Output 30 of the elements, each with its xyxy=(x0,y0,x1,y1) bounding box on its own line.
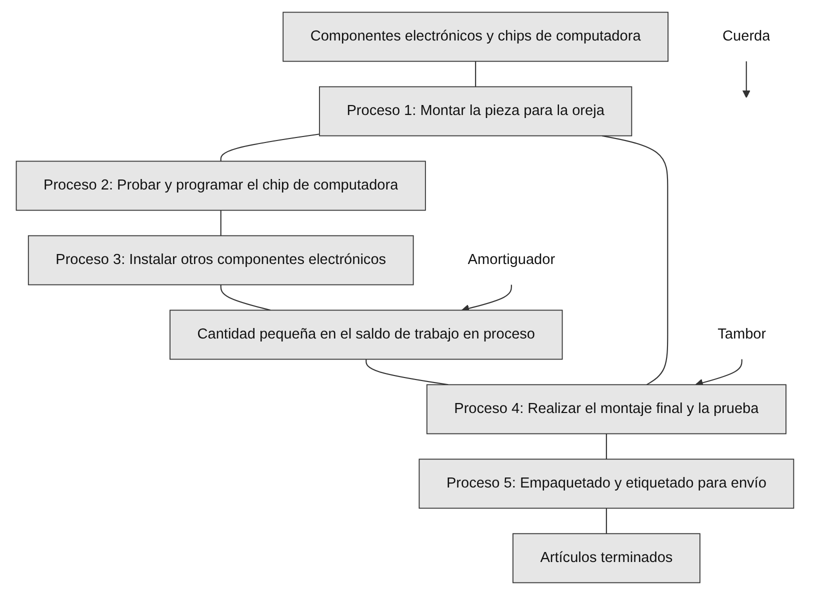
arrow xyxy=(694,359,742,387)
arrow xyxy=(461,284,512,312)
connector-line xyxy=(606,508,607,534)
process-box xyxy=(28,235,414,286)
process-box xyxy=(15,160,426,211)
connector-line xyxy=(474,61,476,87)
box-text: Proceso 3: Instalar otros componentes electrónicos xyxy=(55,251,386,270)
process-box xyxy=(418,458,794,509)
connector-line xyxy=(220,210,222,236)
box-text: Componentes electrónicos y chips de computadora xyxy=(310,28,640,46)
process-box xyxy=(318,86,632,136)
connector-line xyxy=(220,284,270,311)
arrow xyxy=(742,61,750,98)
process-box xyxy=(169,310,562,360)
box-text: Artículos terminados xyxy=(540,549,672,568)
box-text: Proceso 4: Realizar el montaje final y la prueba xyxy=(454,400,758,418)
process-box xyxy=(426,384,786,434)
connector-line xyxy=(365,359,448,386)
box-text: Cantidad pequeña en el saldo de trabajo en proceso xyxy=(196,326,535,344)
annotation-text: Amortiguador xyxy=(467,249,555,272)
annotation-text: Tambor xyxy=(717,324,766,346)
connector-line xyxy=(602,135,668,386)
process-box xyxy=(282,12,668,62)
annotation-text: Cuerda xyxy=(722,26,770,48)
connector-line xyxy=(606,434,607,460)
box-text: Proceso 1: Montar la pieza para la oreja xyxy=(346,102,604,121)
box-text: Proceso 5: Empaquetado y etiquetado para envío xyxy=(446,474,766,493)
box-text: Proceso 2: Probar y programar el chip de computadora xyxy=(43,176,398,196)
process-box xyxy=(512,533,700,584)
connector-line xyxy=(220,134,320,162)
